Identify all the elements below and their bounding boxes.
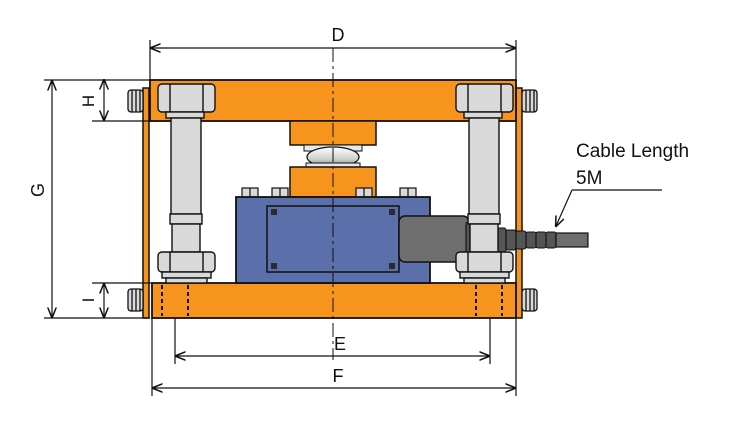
cover-screws bbox=[271, 209, 395, 269]
bottom-plate bbox=[151, 282, 517, 319]
right-bolt-assembly bbox=[455, 83, 514, 284]
right-side-plate bbox=[515, 87, 523, 319]
cable-callout-leader bbox=[556, 189, 662, 226]
dimension-g bbox=[44, 79, 150, 319]
side-stop-screws bbox=[127, 89, 538, 312]
dimension-d-label: D bbox=[332, 25, 345, 45]
dimension-h-label: H bbox=[79, 95, 98, 107]
dimension-g-label: G bbox=[28, 183, 48, 197]
cable-length-value: 5M bbox=[576, 168, 602, 189]
dimension-i-label: I bbox=[79, 298, 98, 303]
load-cell-cover bbox=[266, 205, 400, 273]
dimension-d bbox=[149, 40, 517, 80]
cable-length-label: Cable Length bbox=[576, 141, 689, 162]
dimension-f-label: F bbox=[333, 366, 344, 386]
dimension-e-label: E bbox=[334, 334, 346, 354]
bottom-bolt-holes bbox=[161, 285, 503, 316]
dimension-i bbox=[92, 282, 152, 317]
dimension-e bbox=[174, 318, 491, 364]
left-bolt-assembly bbox=[157, 83, 216, 284]
cable bbox=[555, 232, 589, 248]
dimension-f bbox=[151, 318, 517, 396]
dimension-h bbox=[92, 80, 158, 122]
